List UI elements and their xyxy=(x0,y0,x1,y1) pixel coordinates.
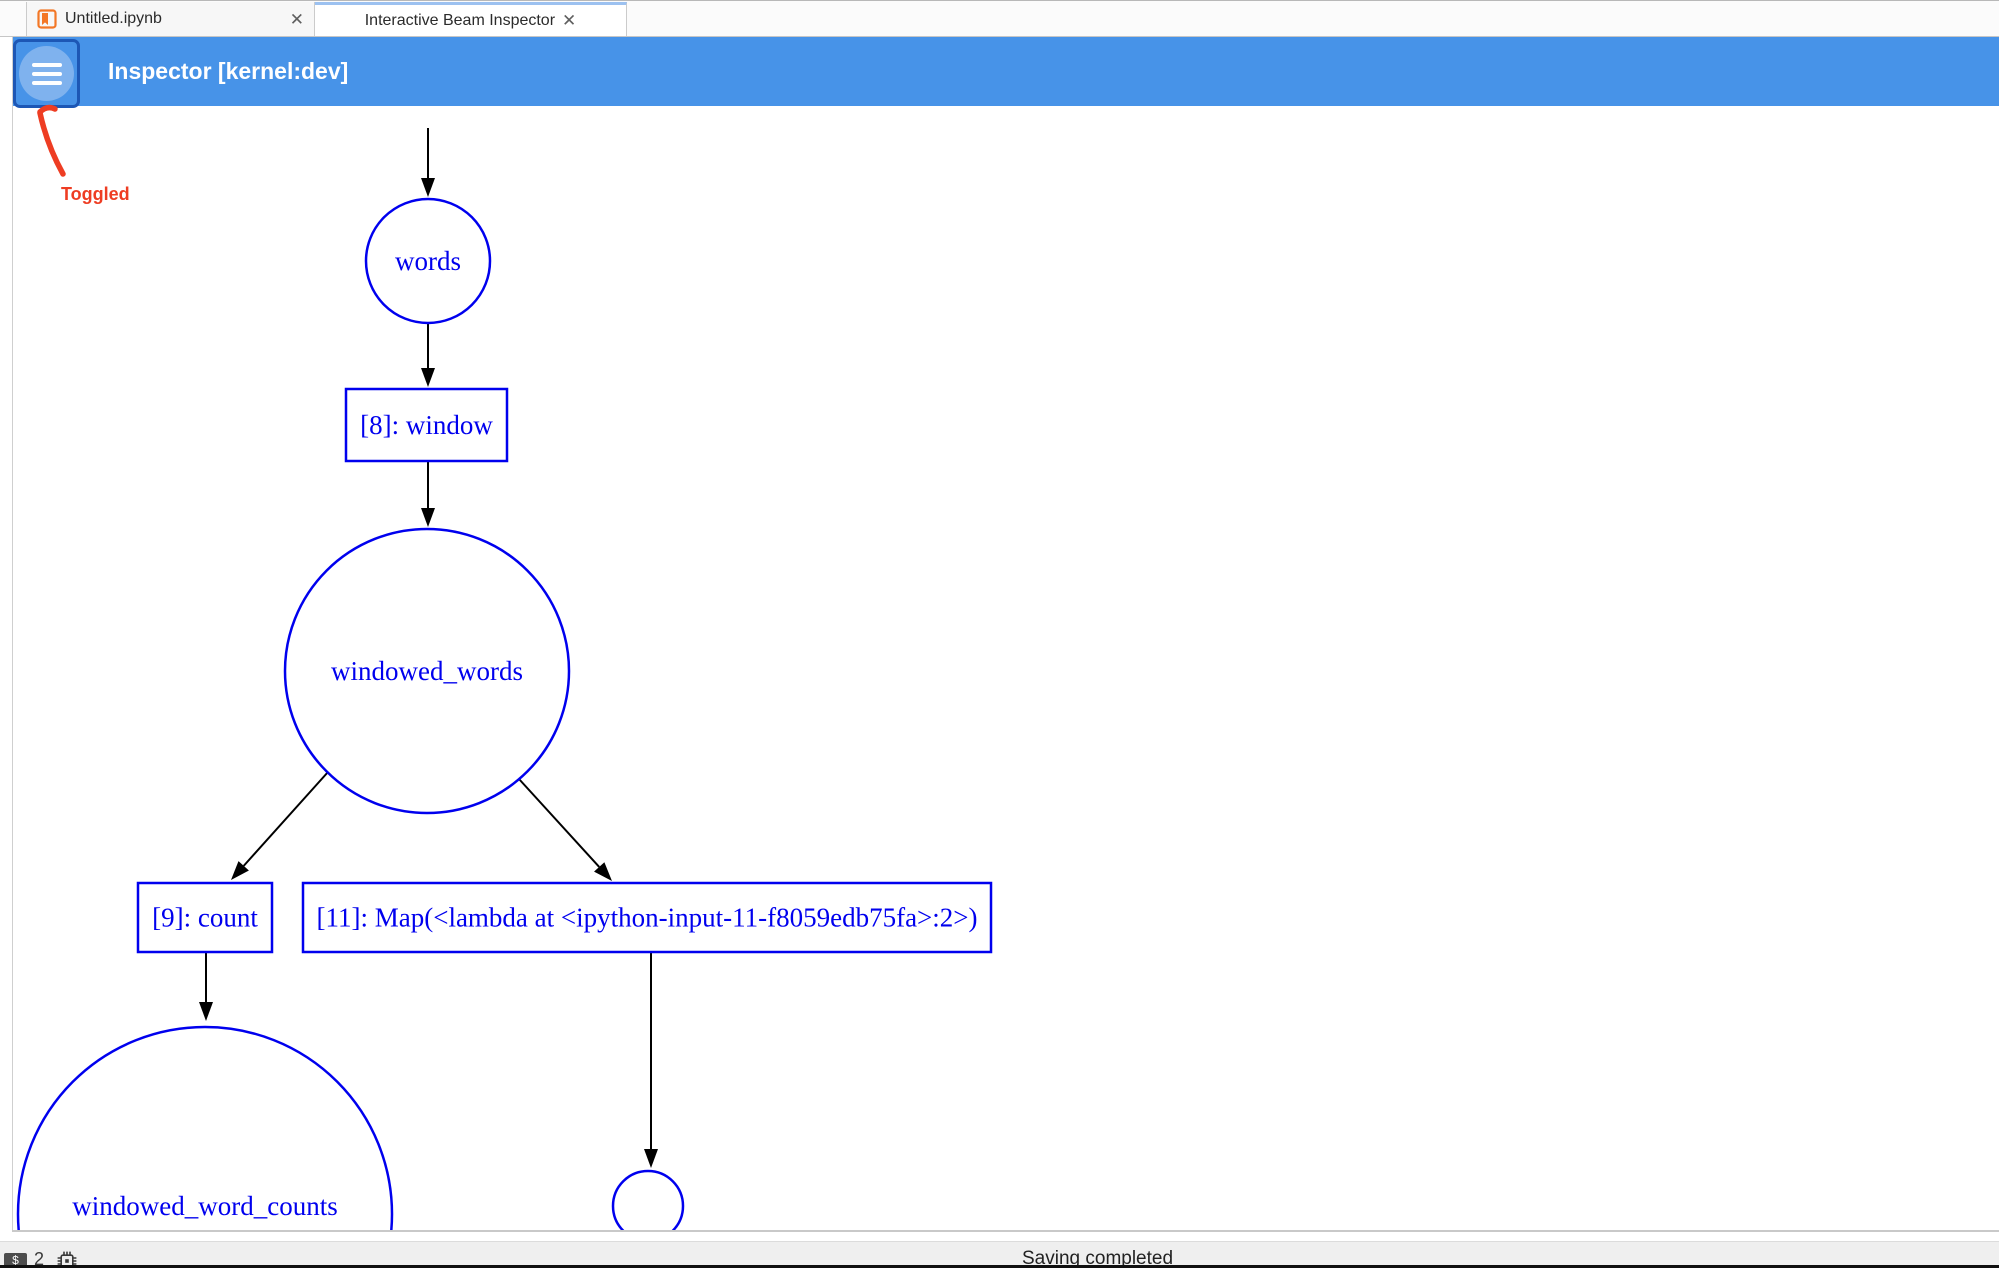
diagram-edge xyxy=(644,952,658,1168)
tab-untitled-notebook[interactable]: Untitled.ipynb ✕ xyxy=(26,2,315,36)
hamburger-menu-button[interactable] xyxy=(13,39,80,108)
diagram-node-cell-8-window: [8]: window xyxy=(344,387,509,463)
notebook-icon xyxy=(37,9,57,29)
diagram-node-label: words xyxy=(395,246,461,276)
tab-bar: Untitled.ipynb ✕ Interactive Beam Inspec… xyxy=(0,0,1999,37)
tab-label: Untitled.ipynb xyxy=(65,10,162,27)
diagram-edge xyxy=(518,778,612,881)
diagram-edge xyxy=(199,952,213,1021)
diagram-edge xyxy=(421,128,435,197)
close-icon[interactable]: ✕ xyxy=(562,11,577,30)
bug-icon[interactable] xyxy=(57,1251,77,1268)
kernel-session-count: 2 xyxy=(34,1249,45,1268)
diagram-edge xyxy=(421,461,435,527)
toggled-annotation-label: Toggled xyxy=(61,184,130,204)
diagram-edge xyxy=(421,324,435,387)
diagram-node-cell-11-map: [11]: Map(<lambda at <ipython-input-11-f… xyxy=(301,881,993,954)
panel-bottom-border xyxy=(12,1230,1999,1232)
terminal-icon[interactable]: $ xyxy=(4,1253,27,1268)
diagram-node-words: words xyxy=(364,197,492,325)
hamburger-icon xyxy=(19,46,74,101)
diagram-node-windowed-word-counts: windowed_word_counts xyxy=(16,1025,394,1230)
diagram-node-label: windowed_word_counts xyxy=(72,1191,337,1221)
toggled-arrow xyxy=(37,104,66,177)
save-status-message: Saving completed xyxy=(1022,1248,1174,1268)
close-icon[interactable]: ✕ xyxy=(289,9,304,29)
diagram-node-label: [11]: Map(<lambda at <ipython-input-11-f… xyxy=(317,903,978,933)
tab-label: Interactive Beam Inspector xyxy=(364,11,556,29)
diagram-node-label: [9]: count xyxy=(152,903,258,933)
inspector-toolbar: Inspector [kernel:dev] xyxy=(13,37,1999,108)
diagram-node-cell-9-count: [9]: count xyxy=(136,881,274,954)
panel-left-border xyxy=(12,37,13,1232)
tab-interactive-beam-inspector[interactable]: Interactive Beam Inspector ✕ xyxy=(315,2,627,36)
diagram-node-unnamed-pcollection xyxy=(611,1169,685,1230)
diagram-node-windowed-words: windowed_words xyxy=(283,527,571,815)
screen-bottom-edge xyxy=(0,1265,1999,1268)
beam-pipeline-graph: words [8]: window windowed_words [9]: count… xyxy=(16,104,993,1230)
diagram-node-label: [8]: window xyxy=(360,410,493,440)
diagram-edge xyxy=(231,771,329,880)
inspector-title: Inspector [kernel:dev] xyxy=(108,58,349,84)
status-bar: $ 2 Saving completed xyxy=(0,1241,1999,1268)
diagram-node-label: windowed_words xyxy=(331,656,523,686)
